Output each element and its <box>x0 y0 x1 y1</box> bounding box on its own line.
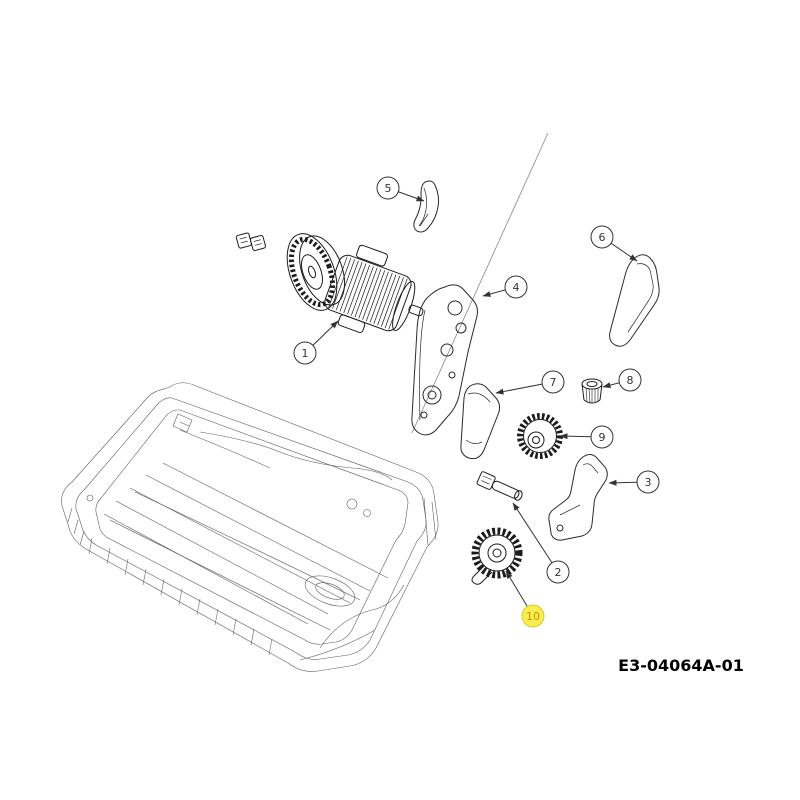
callout-circle <box>636 470 660 494</box>
axis-line <box>411 132 549 434</box>
part-5-clip <box>413 180 440 233</box>
callout-6[interactable]: 6 <box>590 225 638 262</box>
callout-2[interactable]: 2 <box>512 502 570 584</box>
part-10-gear <box>471 527 523 585</box>
callout-number: 10 <box>526 610 540 623</box>
callout-7[interactable]: 7 <box>495 370 565 395</box>
callout-5[interactable]: 5 <box>376 176 425 202</box>
callout-8[interactable]: 8 <box>602 368 642 392</box>
callout-number: 6 <box>599 231 606 244</box>
part-4-cover-plate <box>411 284 478 436</box>
part-3-bracket <box>548 454 608 541</box>
part-8-bushing <box>581 378 603 404</box>
terminal-block <box>235 232 266 252</box>
callout-3[interactable]: 3 <box>608 470 660 494</box>
callout-9[interactable]: 9 <box>559 425 614 449</box>
callout-circle <box>618 368 642 392</box>
chassis-wireframe <box>61 382 439 672</box>
callout-layer: 1 2 3 4 5 6 7 8 9 10 <box>293 176 660 628</box>
drawing-number: E3-04064A-01 <box>618 656 744 675</box>
callout-number: 4 <box>513 281 520 294</box>
callout-number: 1 <box>302 347 309 360</box>
callout-circle <box>590 425 614 449</box>
callout-number: 7 <box>550 376 557 389</box>
callout-circle <box>521 604 545 628</box>
motor-body <box>324 244 424 333</box>
part-7-cover <box>460 383 501 460</box>
callout-4[interactable]: 4 <box>482 275 528 299</box>
part-6-lever <box>609 254 660 347</box>
callout-10[interactable]: 10 <box>505 570 545 628</box>
callout-circle <box>590 225 614 249</box>
part-2-shaft <box>476 471 523 501</box>
callout-circle <box>546 560 570 584</box>
callout-leader-line <box>512 502 559 573</box>
callout-circle <box>293 341 317 365</box>
callout-1[interactable]: 1 <box>293 320 339 365</box>
callout-number: 8 <box>627 374 634 387</box>
callout-circle <box>541 370 565 394</box>
callout-number: 9 <box>599 431 606 444</box>
callout-number: 2 <box>555 566 562 579</box>
callout-circle <box>376 176 400 200</box>
callout-number: 3 <box>645 476 652 489</box>
part-1-motor <box>235 232 424 333</box>
part-9-gear <box>517 413 563 459</box>
callout-circle <box>504 275 528 299</box>
callout-number: 5 <box>385 182 392 195</box>
